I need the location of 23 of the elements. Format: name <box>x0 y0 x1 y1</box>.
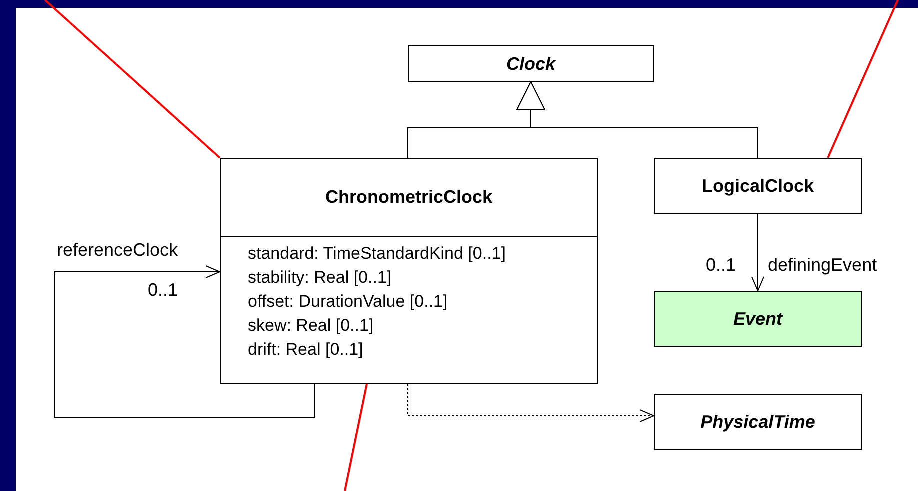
attribute-text: skew: Real [0..1] <box>248 316 374 336</box>
leader-line <box>827 0 899 158</box>
attribute-text: offset: DurationValue [0..1] <box>248 292 448 312</box>
generalization-arrow <box>516 82 758 158</box>
association-arrow <box>752 214 764 292</box>
class-name: PhysicalTime <box>700 411 816 433</box>
class-name: LogicalClock <box>700 175 816 197</box>
attribute-text: stability: Real [0..1] <box>248 268 392 288</box>
class-name: Event <box>732 308 784 330</box>
attribute-text: standard: TimeStandardKind [0..1] <box>248 244 506 264</box>
role-name: definingEvent <box>768 255 878 275</box>
class-box <box>220 158 598 384</box>
class-box <box>654 291 862 347</box>
class-box <box>408 45 654 82</box>
leader-line <box>344 384 368 491</box>
class-name: Clock <box>505 52 557 74</box>
class-box <box>654 158 862 214</box>
class-box <box>654 394 862 450</box>
association-arrow <box>54 266 316 418</box>
class-name: ChronometricClock <box>324 186 494 208</box>
leader-line <box>44 0 221 159</box>
dependency-arrow <box>408 384 654 422</box>
attribute-text: drift: Real [0..1] <box>248 340 364 360</box>
